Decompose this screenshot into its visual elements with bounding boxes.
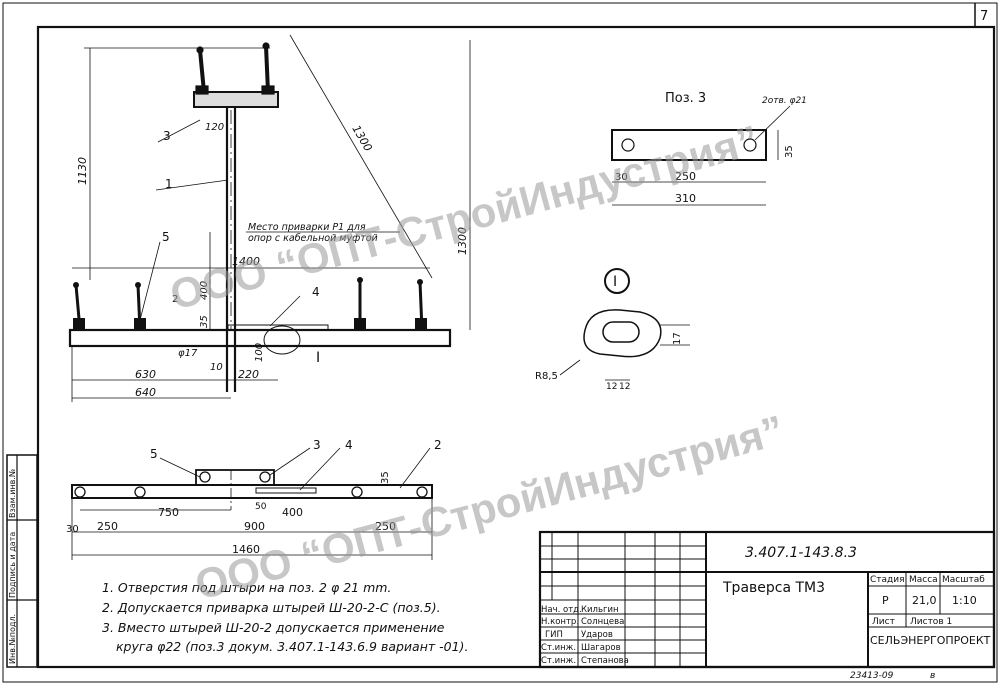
leader-pos1: 1 [165, 177, 173, 191]
mass-value: 21,0 [912, 594, 937, 607]
dim-10: 10 [210, 362, 223, 373]
scale-header: Масштаб [942, 575, 985, 585]
sheets-label: Листов 1 [910, 617, 952, 627]
pos3-dim-35: 35 [784, 145, 795, 158]
note-3: 3. Вместо штырей Ш-20-2 допускается прим… [102, 620, 445, 635]
dim-120: 120 [205, 122, 224, 133]
inner-frame [36, 25, 996, 669]
stage-header: Стадия [870, 575, 905, 585]
signer-name-5: Степанова [581, 656, 629, 666]
scale-value: 1:10 [952, 594, 977, 607]
signer-name-4: Шагаров [581, 643, 621, 653]
detail-dim-12a: 12 [606, 382, 617, 392]
plan-dim-750: 750 [158, 506, 179, 519]
sheet-number: 7 [980, 9, 988, 24]
plan-dim-1460: 1460 [232, 543, 260, 556]
bottom-letter: в [930, 671, 935, 681]
doc-code: 3.407.1-143.8.3 [745, 545, 857, 561]
side-stamp: Инв.№подл. Подпись и дата Взам.инв.№ [6, 454, 38, 668]
dim-640: 640 [135, 386, 156, 399]
organization: СЕЛЬЭНЕРГОПРОЕКТ [870, 634, 991, 647]
pos3-view: Поз. 3 2отв. φ21 30 250 310 35 [611, 91, 807, 206]
pos3-dim-310: 310 [675, 192, 696, 205]
note-3-cont: круга φ22 (поз.3 докум. 3.407.1-143.6.9 … [116, 639, 468, 654]
weld-note-line1: Место приварки Р1 для [248, 222, 366, 233]
signer-role-5: Ст.инж. [541, 656, 576, 666]
plan-dim-400: 400 [282, 506, 303, 519]
watermark-2: ООО “ОПТ-СтройИндустрия” [190, 406, 789, 609]
notes: 1. Отверстия под штыри на поз. 2 φ 21 mm… [102, 580, 468, 654]
bottom-code: 23413-09 [850, 671, 894, 681]
plan-leader-pos4: 4 [345, 438, 353, 452]
signer-name-1: Кильгин [581, 605, 619, 615]
dim-630: 630 [135, 368, 156, 381]
plan-view: 5 3 4 2 35 750 50 400 30 250 900 250 146… [66, 438, 442, 560]
dim-1400: 1400 [232, 255, 260, 268]
signer-name-3: Ударов [581, 630, 613, 640]
detail-dim-17: 17 [672, 332, 683, 345]
pos3-dim-250: 250 [675, 170, 696, 183]
signer-role-4: Ст.инж. [541, 643, 576, 653]
pos3-holes: 2отв. φ21 [762, 96, 807, 106]
watermark-1: ООО “ОПТ-СтройИндустрия” [165, 116, 764, 319]
weld-note-line2: опор с кабельной муфтой [248, 233, 378, 244]
plan-leader-pos3: 3 [313, 438, 321, 452]
mass-header: Масса [909, 575, 938, 585]
signer-role-1: Нач. отд. [541, 605, 582, 615]
detail-marker: I [613, 274, 617, 290]
plan-dim-900: 900 [244, 520, 265, 533]
dim-1300-vertical: 1300 [456, 227, 469, 255]
dim-100: 100 [254, 343, 265, 362]
side-stamp-inv: Инв.№подл. [8, 614, 17, 664]
dim-400: 400 [199, 281, 210, 300]
plan-dim-250-right: 250 [375, 520, 396, 533]
dim-220: 220 [238, 368, 259, 381]
note-1: 1. Отверстия под штыри на поз. 2 φ 21 mm… [102, 580, 391, 595]
title-block: 3.407.1-143.8.3 Траверса ТМ3 Стадия Масс… [538, 530, 996, 681]
plan-dim-35: 35 [380, 471, 391, 484]
detail-dim-12b: 12 [619, 382, 630, 392]
detail-radius: R8,5 [535, 371, 558, 382]
leader-pos2: 2 [172, 294, 178, 305]
side-stamp-sign: Подпись и дата [8, 532, 17, 598]
plan-dim-50: 50 [255, 502, 267, 512]
section-mark: I [316, 350, 320, 366]
plan-leader-pos5: 5 [150, 447, 158, 461]
signer-role-2: Н.контр. [541, 617, 579, 627]
drawing-title: Траверса ТМ3 [722, 580, 825, 596]
detail-view: I R8,5 17 12 12 [535, 268, 690, 392]
sheet-label: Лист [872, 617, 895, 627]
stage-value: Р [882, 594, 889, 607]
dim-35: 35 [199, 315, 210, 328]
plan-dim-250-left: 250 [97, 520, 118, 533]
plan-leader-pos2: 2 [434, 438, 442, 452]
signer-role-3: ГИП [545, 630, 563, 640]
note-2: 2. Допускается приварка штырей Ш-20-2-С … [102, 600, 441, 615]
signer-name-2: Солнцева [581, 617, 624, 627]
pos3-dim-30: 30 [615, 172, 628, 183]
leader-pos4: 4 [312, 285, 320, 299]
dim-phi17: φ17 [178, 348, 198, 359]
dim-1300-diagonal: 1300 [349, 123, 374, 154]
leader-pos5: 5 [162, 230, 170, 244]
dim-1130: 1130 [76, 157, 89, 185]
side-stamp-replace: Взам.инв.№ [8, 468, 17, 518]
pos3-title: Поз. 3 [665, 91, 706, 106]
leader-pos3: 3 [163, 129, 171, 143]
